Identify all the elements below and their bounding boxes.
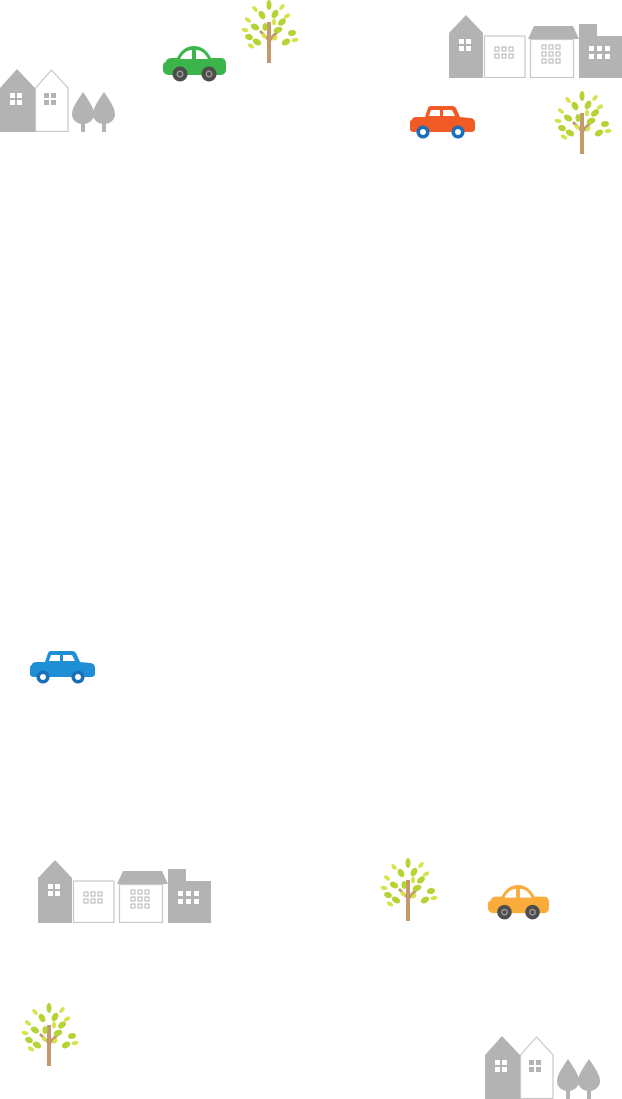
orange-car-icon <box>488 884 549 920</box>
tree-icon <box>376 858 440 922</box>
green-car-icon <box>163 45 226 82</box>
houses-illustration-bottom-right <box>485 1035 601 1099</box>
tree-icon <box>550 91 614 155</box>
blue-car-icon <box>30 650 95 684</box>
tree-icon <box>17 1003 81 1067</box>
houses-illustration-top-left <box>0 68 116 132</box>
buildings-illustration-top-right <box>449 14 622 78</box>
red-car-icon <box>410 105 475 139</box>
buildings-illustration-bottom-left <box>38 859 211 923</box>
tree-icon <box>237 0 301 64</box>
